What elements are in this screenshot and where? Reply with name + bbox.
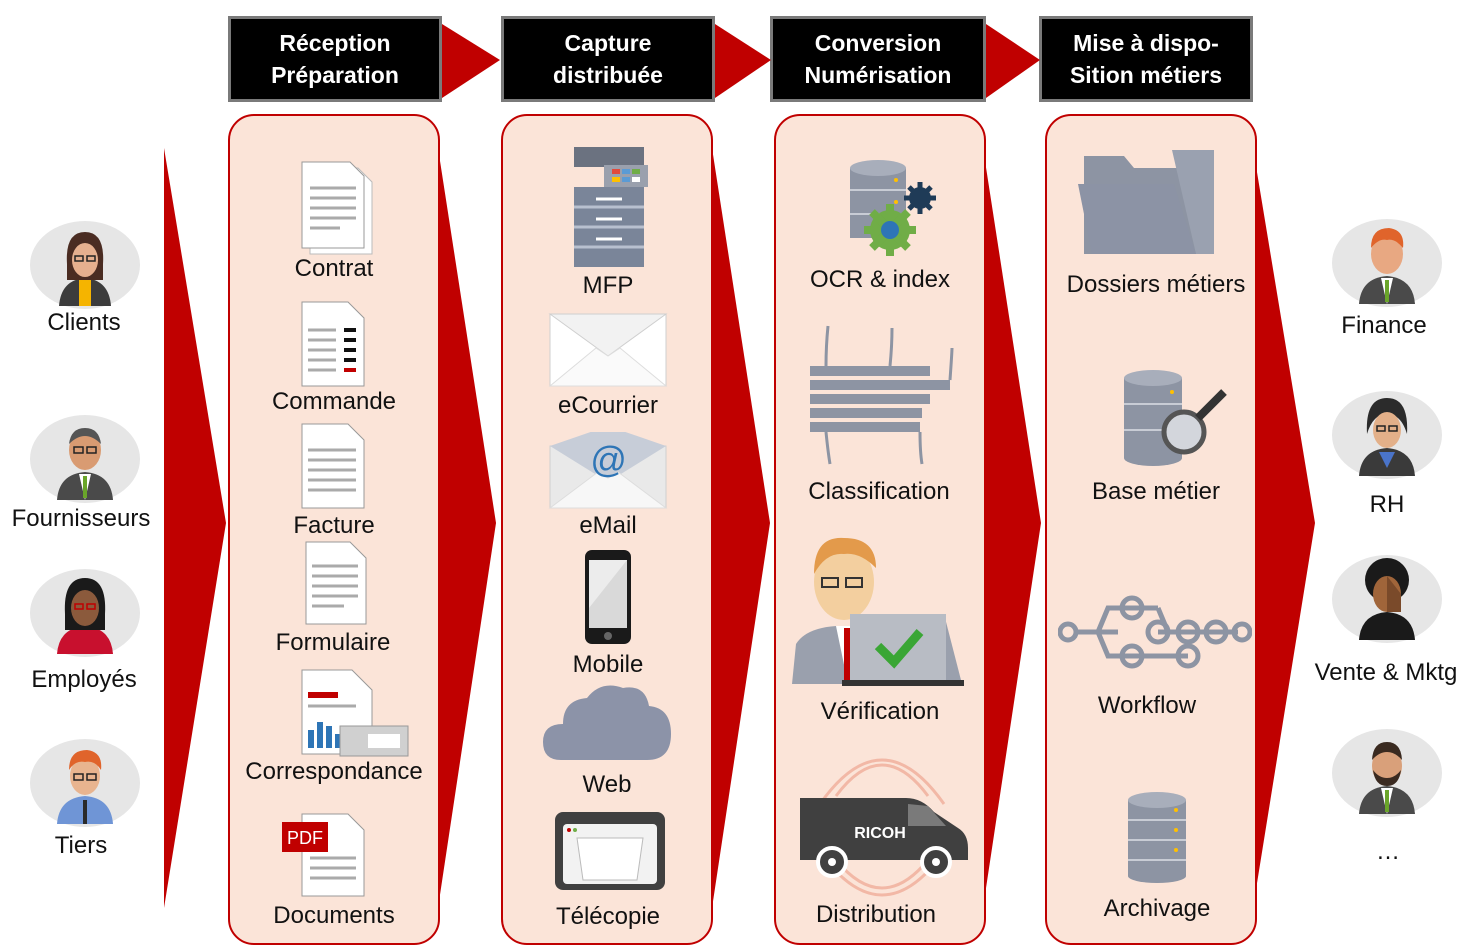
flow-arrow-delivery xyxy=(1253,148,1315,908)
document-icon xyxy=(301,423,365,509)
at-sign: @ xyxy=(590,439,627,480)
pdf-badge: PDF xyxy=(287,828,323,848)
checkmark-icon xyxy=(874,629,924,669)
capture-label: eMail xyxy=(579,512,637,539)
stage-header-line1: Réception xyxy=(279,30,391,56)
person-icon xyxy=(30,569,140,657)
source-label: Fournisseurs xyxy=(11,505,151,532)
source-label: Tiers xyxy=(54,832,108,859)
flow-arrow-sources xyxy=(164,148,226,908)
person-icon xyxy=(1332,555,1442,643)
delivery-label: Base métier xyxy=(1091,478,1221,505)
fax-icon xyxy=(555,812,665,890)
magnifier-icon xyxy=(1161,389,1227,455)
document-icon: PDF xyxy=(282,813,365,897)
stage-header-reception: Réception Préparation xyxy=(228,16,442,102)
document-icon xyxy=(301,301,365,387)
cloud-icon xyxy=(543,685,671,760)
van-icon: RICOH xyxy=(800,758,968,897)
conversion-label: Vérification xyxy=(820,698,940,725)
capture-label: Télécopie xyxy=(555,903,661,930)
smartphone-icon xyxy=(585,550,631,644)
document-icon xyxy=(301,669,409,757)
stage-header-line1: Mise à dispo- xyxy=(1073,30,1219,56)
capture-label: eCourrier xyxy=(557,392,659,419)
header-arrow-1 xyxy=(442,24,500,98)
person-icon xyxy=(30,739,140,827)
printer-icon xyxy=(574,147,648,267)
person-icon xyxy=(30,221,140,309)
reception-label: Correspondance xyxy=(245,758,423,785)
van-brand: RICOH xyxy=(854,825,906,842)
stage-header-line1: Capture xyxy=(564,30,652,56)
conversion-label: OCR & index xyxy=(809,266,951,293)
gear-icon xyxy=(864,204,916,256)
person-laptop-icon xyxy=(792,537,964,686)
stage-header-line2: Numérisation xyxy=(804,62,952,88)
database-icon xyxy=(1124,370,1227,466)
source-label: Clients xyxy=(47,309,121,336)
document-icon xyxy=(301,161,373,255)
database-icon xyxy=(850,160,936,256)
reception-label: Formulaire xyxy=(275,629,391,656)
person-icon xyxy=(1332,391,1442,479)
envelope-icon xyxy=(548,313,668,387)
reception-label: Documents xyxy=(273,902,395,929)
conversion-label: Distribution xyxy=(815,901,937,928)
header-arrow-3 xyxy=(986,24,1040,98)
envelope-icon: @ xyxy=(548,432,668,509)
capture-label: Mobile xyxy=(572,651,644,678)
flow-arrow-conversion xyxy=(983,148,1041,908)
stage-header-line1: Conversion xyxy=(814,30,942,56)
source-label: Employés xyxy=(31,666,137,693)
person-icon xyxy=(1332,729,1442,817)
target-label: RH xyxy=(1369,491,1405,518)
reception-label: Commande xyxy=(271,388,397,415)
person-icon xyxy=(1332,219,1442,307)
stage-header-conversion: Conversion Numérisation xyxy=(770,16,986,102)
document-icon xyxy=(305,541,367,625)
target-label: Finance xyxy=(1341,312,1427,339)
target-label: … xyxy=(1376,838,1400,865)
stage-header-line2: distribuée xyxy=(553,62,663,88)
capture-label: MFP xyxy=(582,272,634,299)
stage-header-delivery: Mise à dispo- Sition métiers xyxy=(1039,16,1253,102)
flow-arrow-capture xyxy=(712,148,770,908)
stage-header-capture: Capture distribuée xyxy=(501,16,715,102)
reception-label: Contrat xyxy=(294,255,374,282)
header-arrow-2 xyxy=(715,24,771,98)
delivery-label: Workflow xyxy=(1097,692,1197,719)
flow-arrow-reception xyxy=(438,148,496,908)
delivery-label: Dossiers métiers xyxy=(1066,271,1246,298)
stage-header-line2: Préparation xyxy=(271,62,399,88)
conversion-label: Classification xyxy=(808,478,950,505)
stage-header-line2: Sition métiers xyxy=(1069,62,1223,88)
database-icon xyxy=(1128,792,1186,883)
target-label: Vente & Mktg xyxy=(1314,659,1458,686)
capture-label: Web xyxy=(582,771,632,798)
classification-icon xyxy=(810,325,954,465)
delivery-label: Archivage xyxy=(1103,895,1211,922)
folder-icon xyxy=(1078,150,1214,254)
workflow-icon xyxy=(1058,595,1252,669)
person-icon xyxy=(30,415,140,503)
reception-label: Facture xyxy=(293,512,375,539)
